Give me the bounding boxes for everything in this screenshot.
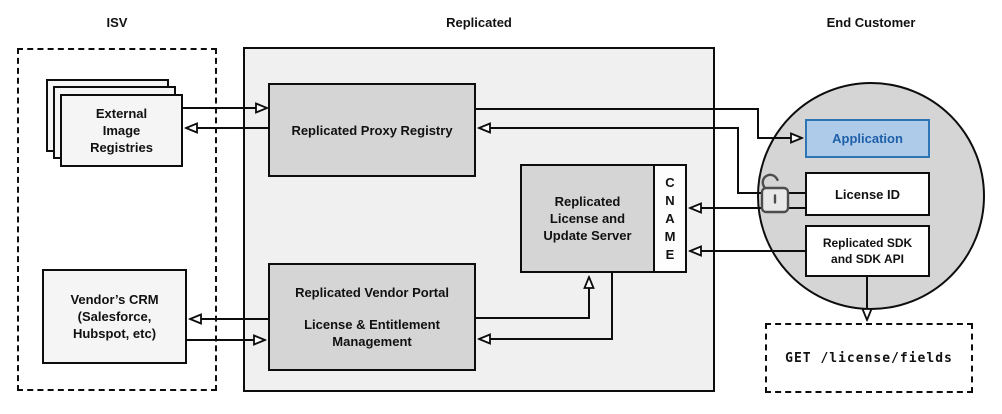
node-line: License and xyxy=(549,211,626,226)
node-line: External xyxy=(95,106,148,121)
node-line: License ID xyxy=(834,186,901,202)
cname-letter: A xyxy=(665,210,675,226)
connector-proxy-to-application xyxy=(476,108,802,138)
section-label-end-customer: End Customer xyxy=(826,15,916,30)
cname-letter: C xyxy=(665,174,675,190)
node-line: Hubspot, etc) xyxy=(72,326,157,341)
node-line: Application xyxy=(832,131,903,146)
node-vendor-portal: Replicated Vendor Portal License & Entit… xyxy=(268,263,476,371)
connector-license-server-to-portal xyxy=(479,273,613,339)
node-license-update-server: Replicated License and Update Server xyxy=(520,164,655,273)
node-line: Image xyxy=(102,123,141,138)
node-line: Management xyxy=(332,334,412,349)
isv-dashed-container xyxy=(17,48,217,391)
cname-letter: M xyxy=(664,228,676,244)
connector-portal-to-license-server xyxy=(476,277,589,319)
node-line: (Salesforce, xyxy=(77,309,152,324)
cname-letter: E xyxy=(665,246,675,262)
node-line: License & Entitlement xyxy=(304,317,440,332)
node-line: Replicated xyxy=(554,194,621,209)
cname-letter: N xyxy=(665,192,675,208)
get-license-fields-box: GET /license/fields xyxy=(765,323,973,393)
node-external-image-registries: External Image Registries xyxy=(60,94,183,167)
cname-strip: C N A M E xyxy=(653,164,687,273)
get-license-fields-label: GET /license/fields xyxy=(785,350,953,366)
node-line: and SDK API xyxy=(831,252,904,266)
section-label-isv: ISV xyxy=(106,15,128,30)
node-line: Replicated SDK xyxy=(822,236,913,250)
node-replicated-sdk: Replicated SDK and SDK API xyxy=(805,225,930,277)
section-label-replicated: Replicated xyxy=(446,15,512,30)
node-line: Registries xyxy=(90,140,153,155)
open-padlock-icon xyxy=(760,173,790,214)
node-line: Vendor’s CRM xyxy=(70,292,159,307)
node-vendor-crm: Vendor’s CRM (Salesforce, Hubspot, etc) xyxy=(42,269,187,364)
node-line: Update Server xyxy=(543,228,632,243)
node-replicated-proxy-registry: Replicated Proxy Registry xyxy=(268,83,476,177)
node-application: Application xyxy=(805,119,930,158)
node-license-id: License ID xyxy=(805,172,930,216)
node-line: Replicated Proxy Registry xyxy=(291,122,453,138)
vendor-portal-title: Replicated Vendor Portal xyxy=(295,285,449,300)
